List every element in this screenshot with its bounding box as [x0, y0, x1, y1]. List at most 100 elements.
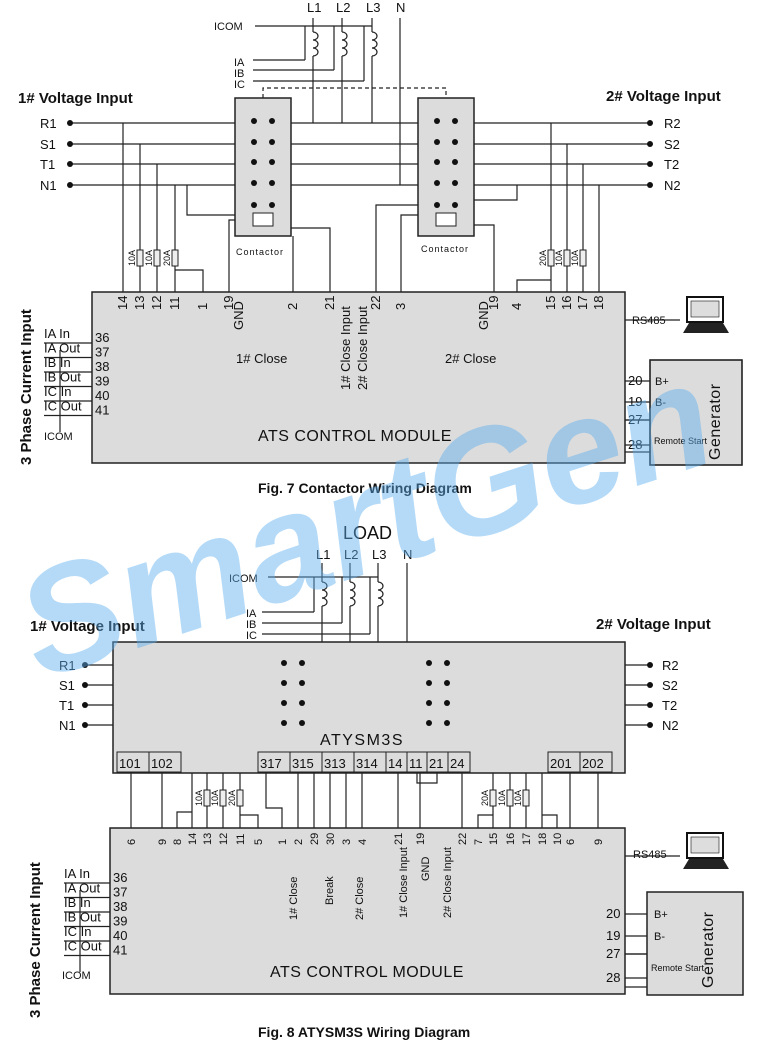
- terminal-number-3: 3: [341, 839, 353, 845]
- current-input-label: IC Out: [44, 399, 82, 414]
- current-input-label: IB In: [64, 895, 91, 910]
- ats-control-module: [109, 827, 626, 995]
- contactor-coil-icon: [252, 212, 274, 227]
- terminal-number-13: 13: [202, 833, 214, 845]
- switch-terminal-24: 24: [450, 756, 464, 771]
- wire: [186, 185, 245, 216]
- fuse-rating: 10A: [127, 250, 137, 266]
- terminal-number-1: 1: [277, 839, 289, 845]
- ct-ia-label: IA: [234, 57, 245, 69]
- terminal-number-13: 13: [132, 296, 147, 310]
- contact-dot: [269, 118, 275, 124]
- phase-l2: L2: [344, 547, 358, 562]
- fuse-rating: 10A: [570, 250, 580, 266]
- contact-dot: [251, 202, 257, 208]
- phase-l3: L3: [372, 547, 386, 562]
- fuse-icon: [563, 249, 571, 267]
- phase-l2: L2: [336, 0, 350, 15]
- figure-7-caption: Fig. 7 Contactor Wiring Diagram: [258, 480, 472, 496]
- contact-dot: [444, 720, 450, 726]
- voltage-input-1-title: 1# Voltage Input: [18, 90, 133, 107]
- terminal-number-21: 21: [322, 296, 337, 310]
- contact-dot: [444, 660, 450, 666]
- terminal-number-10: 10: [552, 833, 564, 845]
- ats-control-module: [91, 291, 626, 464]
- terminal-number-14: 14: [115, 296, 130, 310]
- terminal-number-19: 19: [486, 296, 501, 310]
- terminal-number-9: 9: [157, 839, 169, 845]
- contact-dot: [452, 139, 458, 145]
- line-terminal: [647, 141, 653, 147]
- icom-label: ICOM: [229, 573, 258, 585]
- laptop-keyboard: [683, 323, 729, 333]
- phase-n: N: [396, 0, 405, 15]
- line-n2: N2: [664, 178, 681, 193]
- line-r1: R1: [59, 658, 76, 673]
- fuse-icon: [579, 249, 587, 267]
- terminal-number-1: 1: [195, 303, 210, 310]
- current-input-label: IB In: [44, 355, 71, 370]
- figure-7-contactor-wiring: L1 L2 L3 N ICOM IA IB IC 1# Voltage Inpu…: [18, 0, 743, 496]
- line-terminal: [647, 682, 653, 688]
- atysm3s-switch: [112, 641, 626, 774]
- contactor-1-label: Contactor: [236, 247, 284, 257]
- contact-dot: [452, 180, 458, 186]
- wire: [240, 814, 259, 828]
- terminal-number-22: 22: [457, 833, 469, 845]
- current-input-title: 3 Phase Current Input: [18, 309, 35, 465]
- fuse-rating: 20A: [162, 250, 172, 266]
- generator-box: [649, 359, 743, 466]
- terminal-number-12: 12: [218, 833, 230, 845]
- terminal-number-41: 41: [95, 403, 109, 418]
- terminal-number-38: 38: [113, 899, 127, 914]
- terminal-number-11: 11: [235, 834, 247, 845]
- terminal-number-30: 30: [325, 833, 337, 845]
- contact-dot: [452, 118, 458, 124]
- wire: [176, 811, 192, 828]
- line-n1: N1: [40, 178, 57, 193]
- switch-terminal-14: 14: [388, 756, 402, 771]
- wire: [516, 279, 551, 292]
- terminal-number-37: 37: [95, 345, 109, 360]
- load-label: LOAD: [343, 523, 392, 543]
- line-s2: S2: [662, 678, 678, 693]
- line-r1: R1: [40, 116, 57, 131]
- line-t2: T2: [664, 157, 679, 172]
- terminal-number-29: 29: [309, 833, 321, 845]
- ct-ic-label: IC: [234, 79, 245, 91]
- line-terminal: [647, 182, 653, 188]
- icom-label: ICOM: [214, 21, 243, 33]
- line-terminal: [82, 662, 88, 668]
- close-1-label: 1# Close: [236, 351, 287, 366]
- terminal-number-28: 28: [628, 437, 642, 452]
- gnd-1-label: GND: [231, 301, 246, 330]
- terminal-number-18: 18: [537, 833, 549, 845]
- terminal-number-22: 22: [368, 296, 383, 310]
- switch-terminal-202: 202: [582, 756, 604, 771]
- contact-dot: [269, 159, 275, 165]
- fuse-icon: [522, 789, 530, 807]
- line-n2: N2: [662, 718, 679, 733]
- contactor-coil-icon: [435, 212, 457, 227]
- line-t1: T1: [40, 157, 55, 172]
- terminal-number-41: 41: [113, 943, 127, 958]
- fuse-rating: 10A: [497, 790, 507, 806]
- contact-dot: [444, 680, 450, 686]
- wire: [268, 227, 331, 292]
- fuse-icon: [171, 249, 179, 267]
- switch-terminal-21: 21: [429, 756, 443, 771]
- gen-label: B+: [655, 376, 669, 388]
- wire: [542, 814, 558, 828]
- mechanical-interlock: [262, 87, 447, 98]
- fuse-rating: 10A: [513, 790, 523, 806]
- ct-ib-label: IB: [234, 68, 244, 80]
- current-input-label: IA In: [44, 326, 70, 341]
- contact-dot: [281, 680, 287, 686]
- generator-label: Generator: [700, 911, 717, 988]
- terminal-number-19: 19: [221, 296, 236, 310]
- line-terminal: [647, 722, 653, 728]
- contact-dot: [269, 202, 275, 208]
- break-label: Break: [324, 876, 336, 905]
- switch-terminal-box: [148, 751, 182, 773]
- wire: [477, 814, 493, 828]
